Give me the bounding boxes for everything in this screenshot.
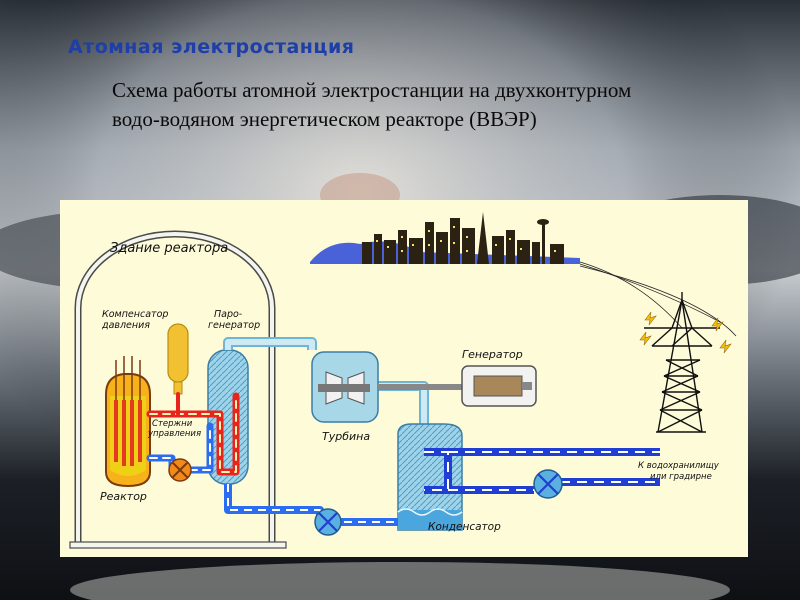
pressurizer: [167, 323, 189, 395]
transmission-tower: [644, 292, 720, 433]
turbine: [311, 351, 379, 423]
steam-generator-label-line1: Паро-: [214, 309, 243, 320]
npp-diagram: Здание реактора Компенсатор давления Пар…: [60, 200, 748, 557]
cooling-water-circuit: [424, 448, 660, 494]
feedwater-line: [224, 484, 398, 526]
generator: [378, 365, 537, 407]
condenser: [397, 423, 463, 531]
control-rods-label-line2: управления: [147, 429, 201, 439]
slide-title: Атомная электростанция: [68, 36, 355, 58]
slide-subtitle: Схема работы атомной электростанции на д…: [112, 78, 632, 131]
steam-generator-label-line2: генератор: [208, 320, 260, 331]
pressurizer-label-line1: Компенсатор: [102, 309, 168, 320]
condenser-label: Конденсатор: [428, 521, 501, 533]
city-skyline: [310, 212, 580, 264]
reactor-building: [69, 230, 287, 549]
npp-diagram-svg: Здание реактора Компенсатор давления Пар…: [60, 200, 748, 557]
reactor-vessel: [105, 356, 151, 488]
reactor-building-label: Здание реактора: [110, 241, 228, 256]
primary-pump: [168, 458, 192, 482]
reactor-label: Реактор: [100, 490, 147, 503]
reservoir-label-line2: или градирне: [650, 472, 712, 482]
pressurizer-label-line2: давления: [101, 320, 150, 331]
cooling-pump: [533, 469, 563, 499]
spark-icon: [639, 311, 732, 354]
control-rods-label-line1: Стержни: [152, 419, 193, 429]
reservoir-label-line1: К водохранилищу: [638, 461, 720, 471]
power-lines: [579, 261, 737, 337]
generator-label: Генератор: [462, 348, 523, 361]
turbine-label: Турбина: [322, 430, 370, 443]
feedwater-pump: [314, 508, 342, 536]
